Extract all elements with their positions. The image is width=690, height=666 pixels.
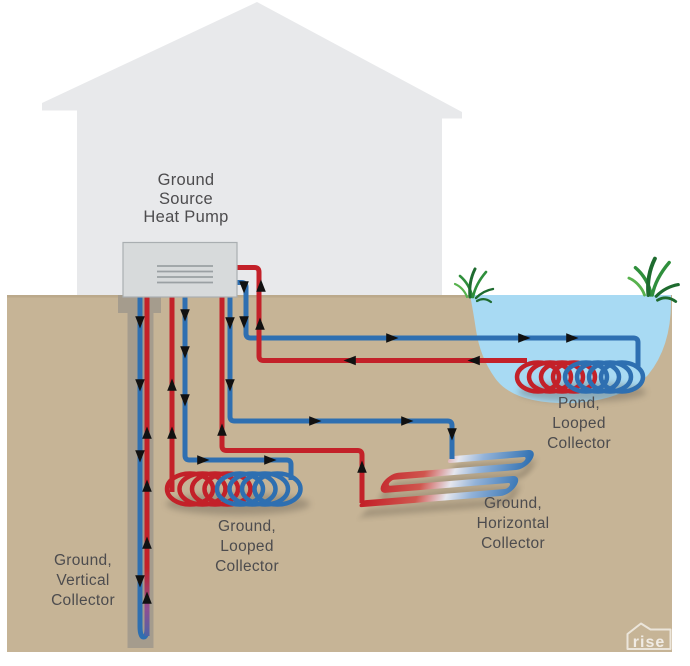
house <box>42 2 462 296</box>
ground-horizontal-collector <box>359 450 535 518</box>
ground-loop-supply-pipe <box>182 294 294 480</box>
pond-looped-collector <box>514 360 646 394</box>
ground-looped-collector <box>164 471 303 507</box>
ground-horizontal-collector-label: Ground, Horizontal Collector <box>476 495 550 552</box>
horizontal-return-pipe <box>219 294 365 503</box>
rise-logo: rise <box>626 622 672 651</box>
heat-pump-label: Ground Source Heat Pump <box>143 171 229 226</box>
return-pipes-red <box>144 265 527 636</box>
ground-vertical-collector-label: Ground, Vertical Collector <box>51 552 115 609</box>
pump-vents <box>157 265 213 284</box>
heat-pump-unit <box>122 241 238 298</box>
pond-return-pipe <box>236 265 527 363</box>
rise-logo-house-icon <box>626 622 672 650</box>
ground-looped-collector-label: Ground, Looped Collector <box>215 518 279 575</box>
pond-looped-collector-label: Pond, Looped Collector <box>547 395 611 452</box>
rise-logo-text: rise <box>633 634 665 651</box>
horizontal-supply-pipe <box>227 294 455 459</box>
